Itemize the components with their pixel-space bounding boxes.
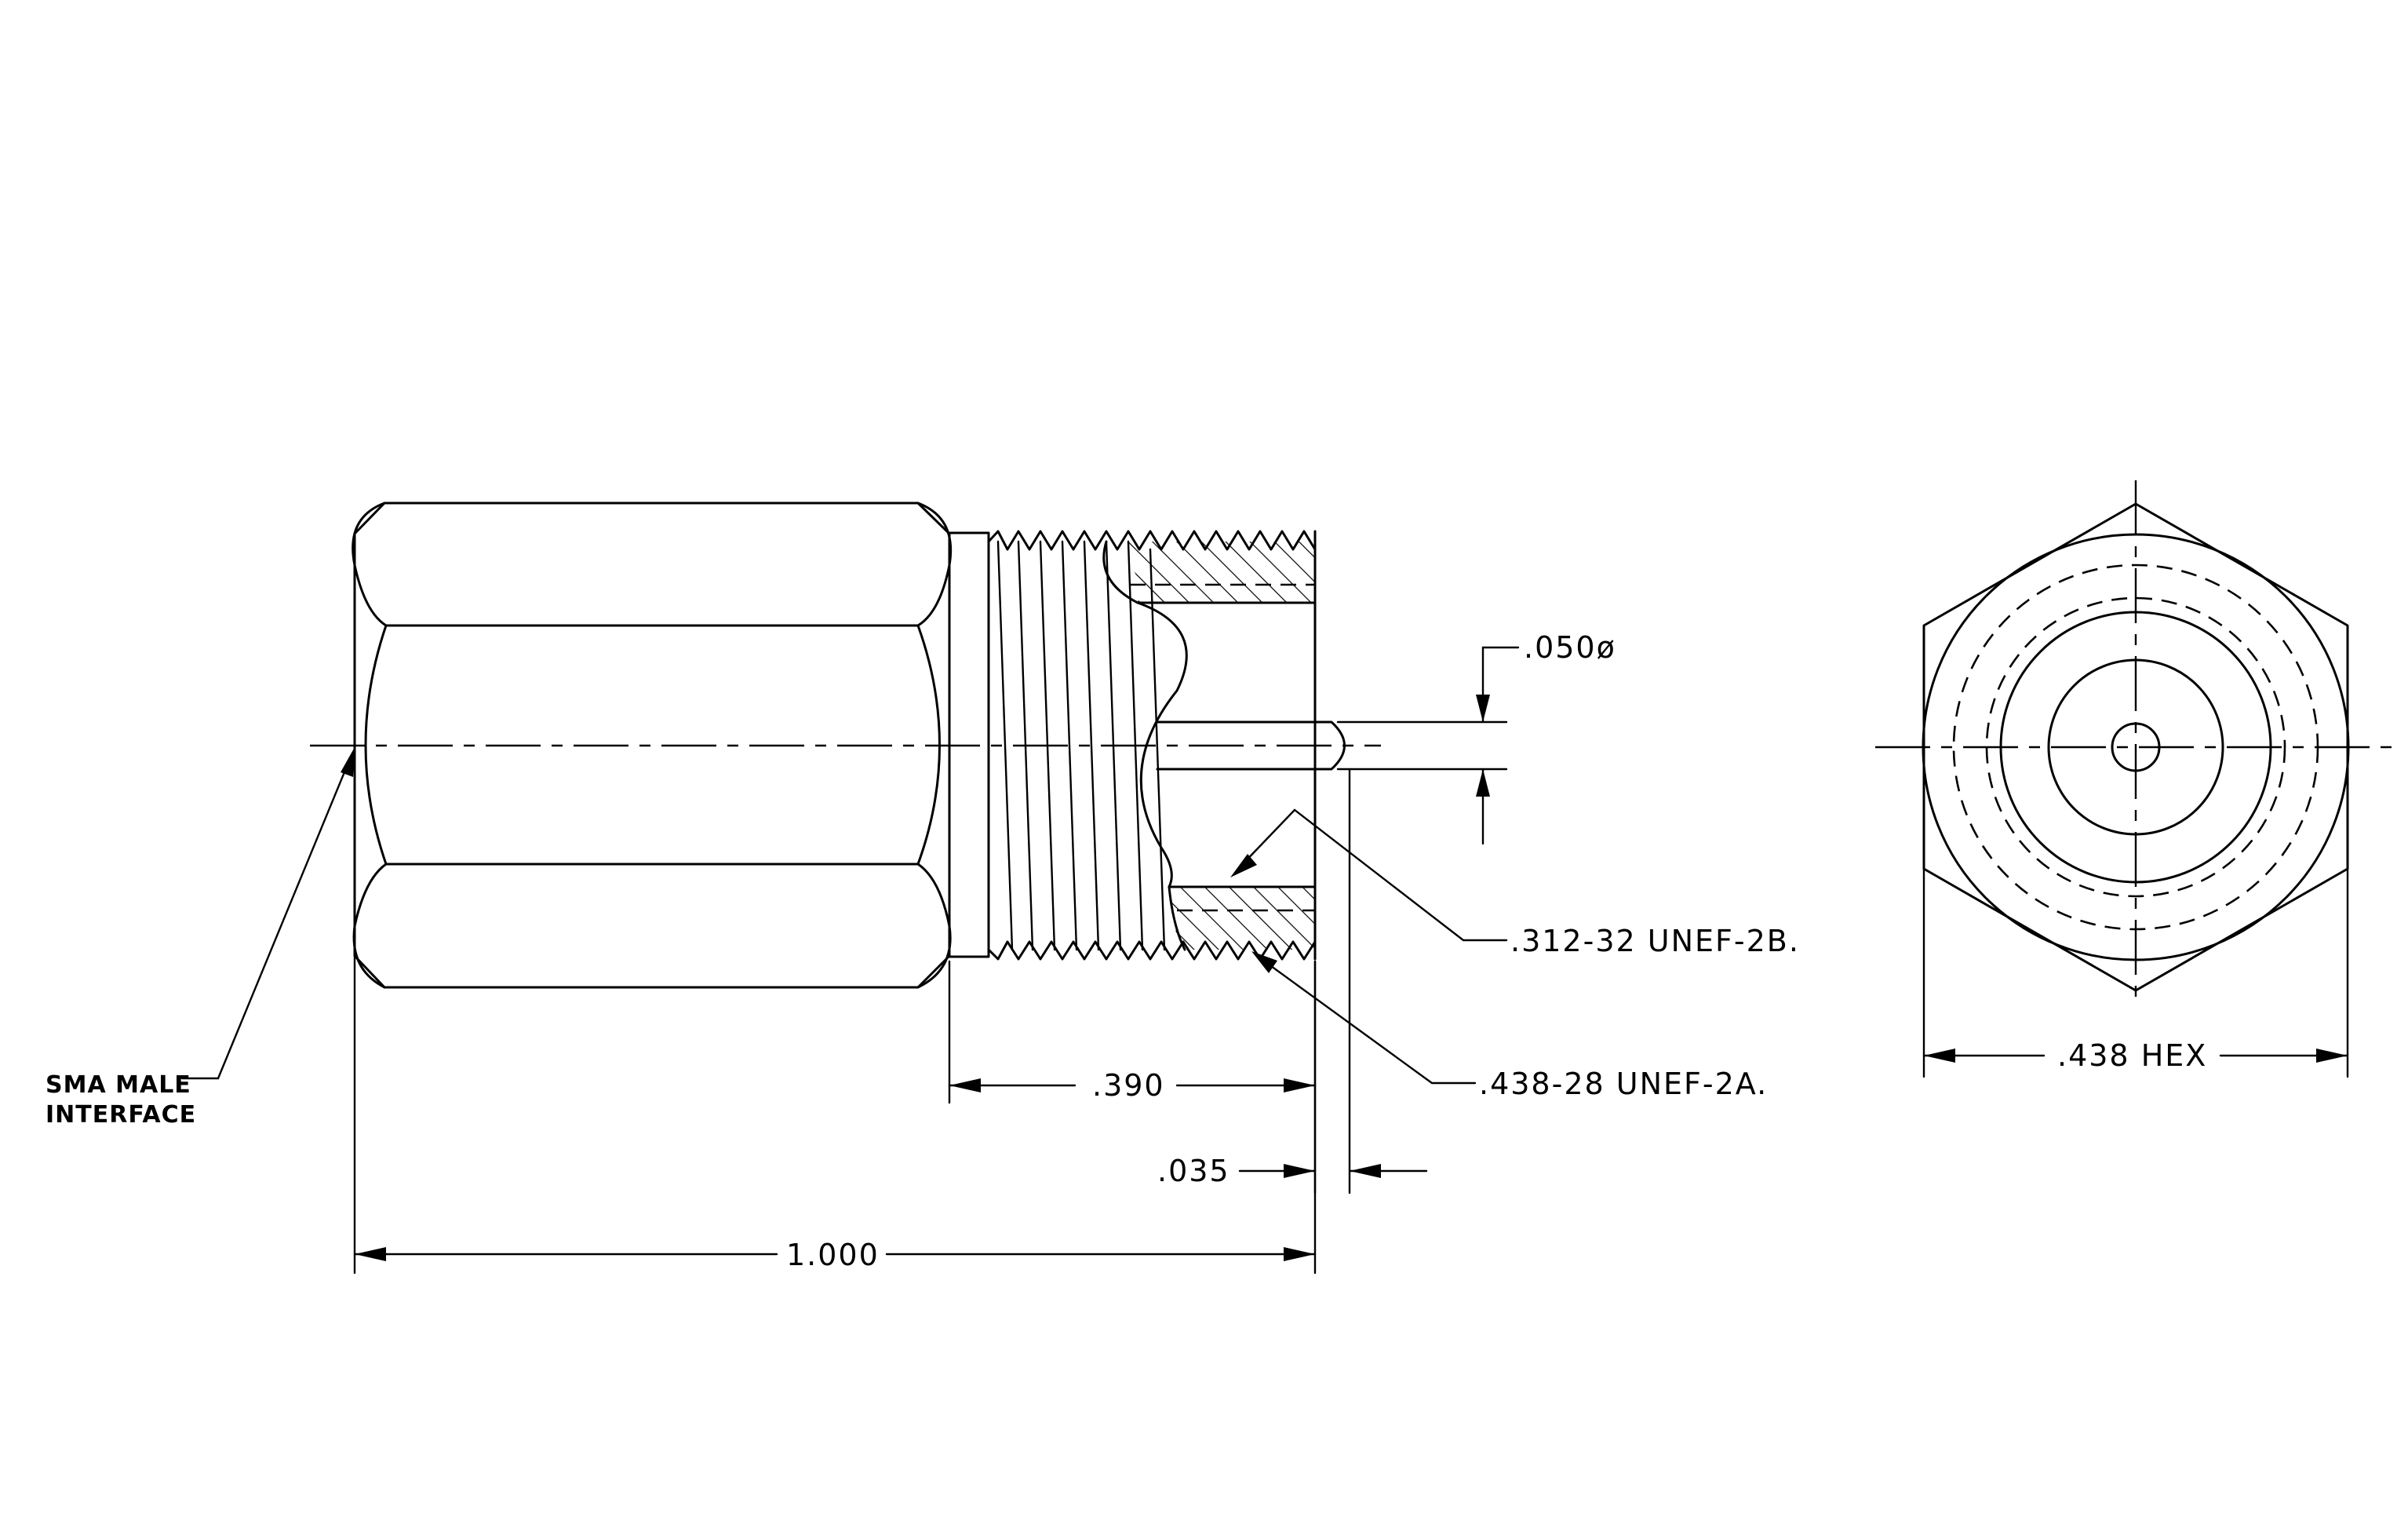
thread-length-label: .390 (1092, 1068, 1165, 1103)
external-thread-label: .438-28 UNEF-2A. (1479, 1067, 1768, 1101)
interface-leader: SMA MALE INTERFACE (46, 747, 355, 1129)
overall-length-dimension: 1.000 (353, 532, 1317, 1275)
pin-diameter-dimension: .050ø (1336, 630, 1616, 845)
pin-recess-dimension: .035 (1157, 768, 1428, 1195)
internal-thread-leader: .312-32 UNEF-2B. (1230, 808, 1800, 958)
hex-size-dimension: .438 HEX (1922, 867, 2349, 1078)
internal-thread-label: .312-32 UNEF-2B. (1510, 924, 1800, 958)
interface-label-line2: INTERFACE (46, 1101, 196, 1129)
end-view: .438 HEX (1875, 480, 2401, 1078)
pin-recess-label: .035 (1157, 1154, 1230, 1188)
side-view: .050ø .312-32 UNEF-2B. .438-28 UNEF-2A. … (46, 502, 1800, 1275)
thread-length-dimension: .390 (948, 960, 1317, 1195)
pin-diameter-label: .050ø (1524, 630, 1616, 665)
interface-label-line1: SMA MALE (46, 1071, 191, 1099)
thread-minor-circle (1985, 596, 2286, 898)
overall-length-label: 1.000 (786, 1238, 880, 1272)
external-thread-leader: .438-28 UNEF-2A. (1251, 951, 1768, 1101)
hex-size-label: .438 HEX (2057, 1038, 2207, 1073)
